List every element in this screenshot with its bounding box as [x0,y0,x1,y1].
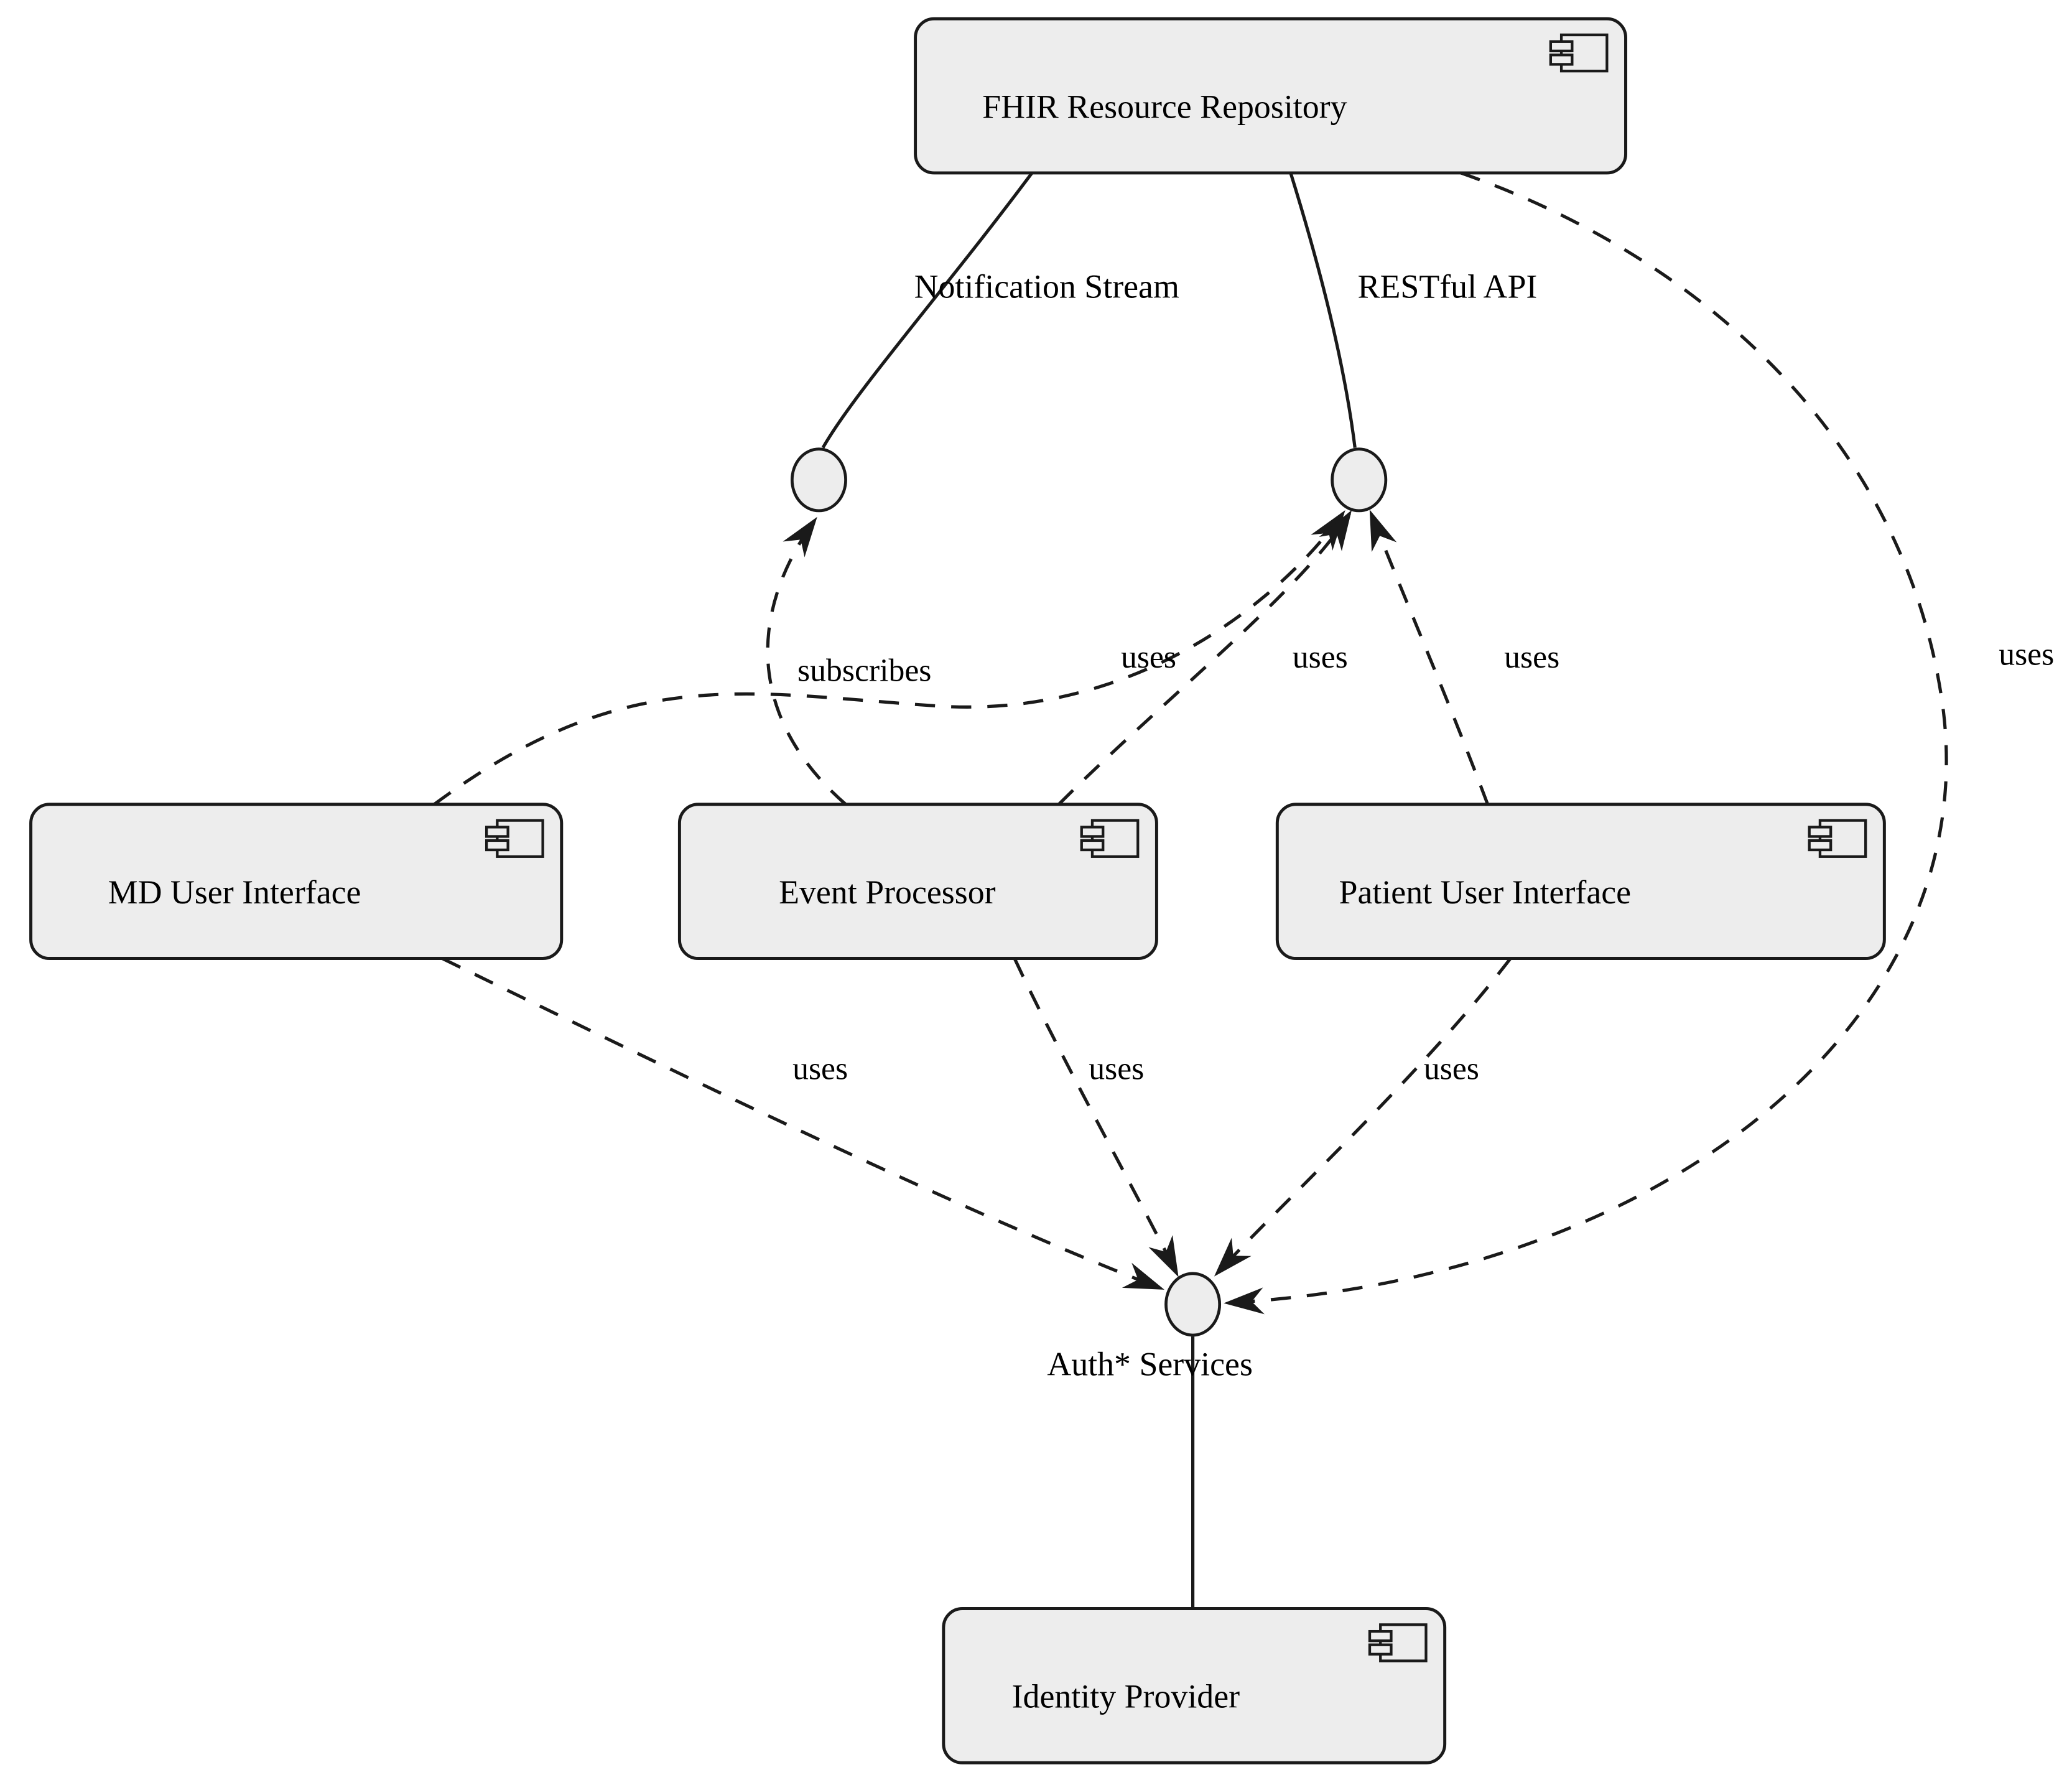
edge-event-processor-uses-auth-services [1013,958,1179,1277]
component-event-processor [677,803,1158,961]
component-box-event-processor [677,803,1158,961]
component-fhir-resource-repository [914,17,1627,175]
edges-layer [433,171,1948,1609]
component-icon [1549,33,1609,73]
edge-patient-user-interface-uses-restful-api [1369,510,1490,805]
component-label-md-user-interface: MD User Interface [108,874,361,911]
edge-fhir-to-restful-api [1289,172,1357,448]
edge-md-user-interface-uses-restful-api [433,510,1345,806]
component-icon [485,819,544,858]
labels-layer: subscribes uses uses uses uses uses uses uses No… [108,88,2055,1715]
edge-label-fhir-uses-auth-services: uses [1999,637,2054,673]
component-icon [1080,819,1140,858]
interface-circle-auth-services [1164,1272,1222,1337]
component-identity-provider [942,1607,1447,1764]
edge-fhir-to-notification-stream [821,172,1034,449]
edge-label-md-user-interface-uses-restful-api: uses [1121,640,1176,675]
edge-event-processor-uses-restful-api [1057,510,1352,806]
edge-label-event-processor-uses-auth-services: uses [1089,1051,1144,1086]
edge-md-user-interface-uses-auth-services [441,957,1164,1290]
component-box-identity-provider [942,1607,1447,1764]
interface-restful-api [1331,447,1388,513]
component-icon [1808,819,1867,858]
interface-auth-services [1164,1272,1222,1337]
interface-label-auth-services: Auth* Services [1047,1346,1253,1383]
edge-patient-user-interface-uses-auth-services [1214,957,1512,1277]
nodes-layer [29,17,1886,1764]
interface-circle-restful-api [1331,447,1388,513]
component-box-patient-user-interface [1275,803,1886,961]
interface-notification-stream [790,447,847,513]
edge-label-md-user-interface-uses-auth-services: uses [792,1051,848,1086]
component-label-fhir-resource-repository: FHIR Resource Repository [982,88,1347,125]
component-patient-user-interface [1275,803,1886,961]
component-label-identity-provider: Identity Provider [1012,1678,1240,1715]
edge-label-event-processor-subscribes-notification-stream: subscribes [797,653,931,689]
component-box-md-user-interface [29,803,564,961]
edge-label-patient-user-interface-uses-restful-api: uses [1504,640,1559,675]
interface-circle-notification-stream [790,447,847,513]
component-label-patient-user-interface: Patient User Interface [1339,874,1632,911]
edge-label-event-processor-uses-restful-api: uses [1293,640,1348,675]
edge-event-processor-subscribes-notification-stream [766,516,847,806]
component-md-user-interface [29,803,564,961]
edge-label-patient-user-interface-uses-auth-services: uses [1424,1051,1479,1086]
component-box-fhir-resource-repository [914,17,1627,175]
interface-label-notification-stream: Notification Stream [914,268,1179,305]
component-label-event-processor: Event Processor [779,874,996,911]
interface-label-restful-api: RESTful API [1358,268,1538,305]
component-icon [1368,1623,1428,1662]
